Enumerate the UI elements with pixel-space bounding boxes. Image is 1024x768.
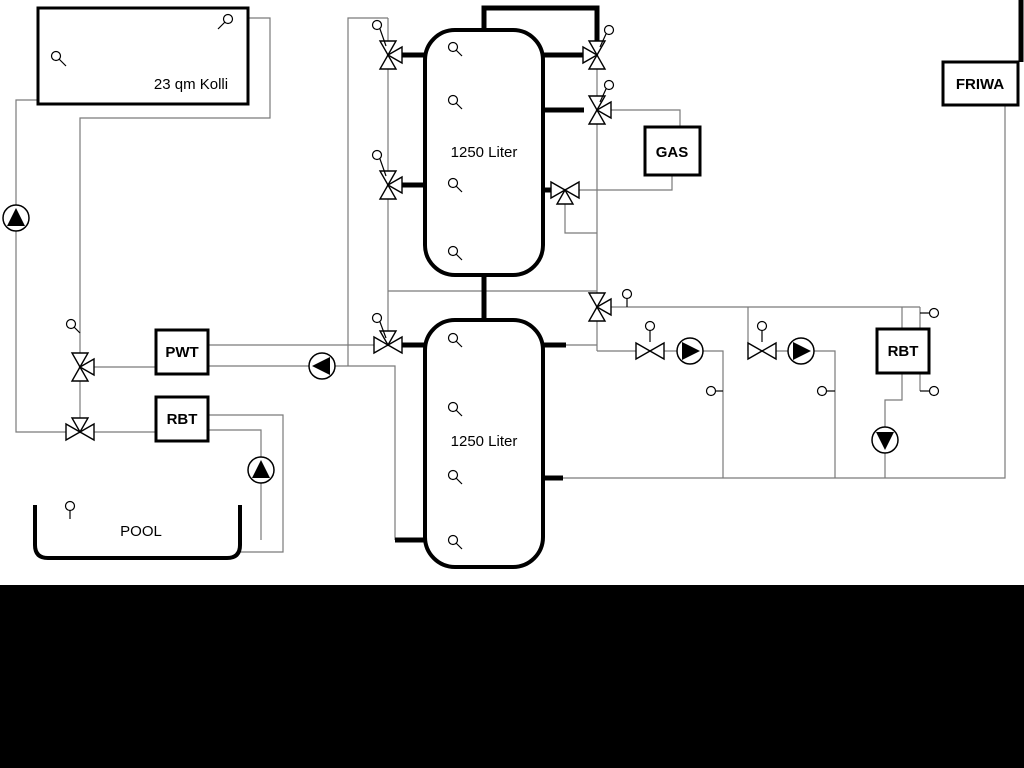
- rbt-right-box: RBT: [875, 327, 931, 375]
- sensor-icon: [447, 41, 459, 53]
- sensor-icon: [447, 332, 459, 344]
- three-way-valve-pool-icon: [65, 417, 95, 441]
- collector-outline: [36, 6, 250, 106]
- tank-body: [423, 28, 545, 277]
- three-way-valve-mixing-icon: [588, 292, 612, 322]
- three-way-valve-tank-lower-left-icon: [373, 330, 403, 354]
- sensor-icon: [928, 385, 940, 397]
- valve-actuator-icon: [371, 19, 383, 31]
- buffer-tank-lower: 1250 Liter: [423, 318, 545, 569]
- sensor-icon: [621, 288, 633, 300]
- gas-outline: [643, 125, 702, 177]
- valve-circuit1-icon: [635, 342, 665, 360]
- tank-body: [423, 318, 545, 569]
- friwa-station-box: FRIWA: [941, 60, 1020, 107]
- friwa-label: FRIWA: [956, 76, 1004, 93]
- sensor-icon: [447, 469, 459, 481]
- footer-black-bar: [0, 585, 1024, 768]
- piping-thick-lines: [395, 0, 1024, 543]
- sensor-icon: [447, 245, 459, 257]
- pwt-heat-exchanger-box: PWT: [154, 328, 210, 376]
- gas-boiler-box: GAS: [643, 125, 702, 177]
- three-way-valve-pwt-icon: [71, 352, 95, 382]
- solar-collector-box: 23 qm Kolli: [36, 6, 250, 106]
- three-way-valve-tank-mid-left-icon: [379, 170, 403, 200]
- sensor-icon: [928, 307, 940, 319]
- rbt-right-outline: [875, 327, 931, 375]
- valve-actuator-icon: [603, 79, 615, 91]
- valve-actuator-icon: [603, 24, 615, 36]
- collector-label: 23 qm Kolli: [154, 76, 228, 93]
- sensor-icon: [447, 94, 459, 106]
- sensor-icon: [50, 50, 62, 62]
- pool-label: POOL: [120, 523, 162, 540]
- rbt-left-outline: [154, 395, 210, 443]
- valve-gas-supply-icon: [588, 95, 612, 125]
- pump-solar-icon: [2, 204, 30, 232]
- sensor-icon: [705, 385, 717, 397]
- pump-circuit2-icon: [787, 337, 815, 365]
- sensor-icon: [447, 534, 459, 546]
- rbt-left-box: RBT: [154, 395, 210, 443]
- rbt-left-label: RBT: [167, 411, 198, 428]
- pwt-outline: [154, 328, 210, 376]
- sensor-icon: [447, 177, 459, 189]
- sensor-icon: [447, 401, 459, 413]
- sensor-icon: [816, 385, 828, 397]
- valve-actuator-icon: [371, 312, 383, 324]
- sensor-icon: [65, 318, 77, 330]
- buffer-tank-upper: 1250 Liter: [423, 28, 545, 277]
- pump-pool-icon: [247, 456, 275, 484]
- tank-label: 1250 Liter: [451, 433, 518, 450]
- rbt-right-label: RBT: [888, 343, 919, 360]
- three-way-valve-tank-top-left-icon: [379, 40, 403, 70]
- sensors: [50, 13, 940, 550]
- pool-outline: [33, 505, 242, 560]
- pump-circuit1-icon: [676, 337, 704, 365]
- sensor-icon: [222, 13, 234, 25]
- tank-label: 1250 Liter: [451, 144, 518, 161]
- valve-circuit2-icon: [747, 342, 777, 360]
- gas-label: GAS: [656, 144, 689, 161]
- valve-tank-top-right-icon: [582, 40, 606, 70]
- valve-actuator-icon: [756, 320, 768, 332]
- valve-actuator-icon: [644, 320, 656, 332]
- three-way-valve-gas-return-icon: [550, 181, 580, 205]
- pool-basin: POOL: [33, 505, 242, 560]
- pump-rbt-icon: [871, 426, 899, 454]
- pump-pwt-icon: [308, 352, 336, 380]
- friwa-outline: [941, 60, 1020, 107]
- valve-actuator-icon: [371, 149, 383, 161]
- pwt-label: PWT: [165, 344, 198, 361]
- sensor-icon: [64, 500, 76, 512]
